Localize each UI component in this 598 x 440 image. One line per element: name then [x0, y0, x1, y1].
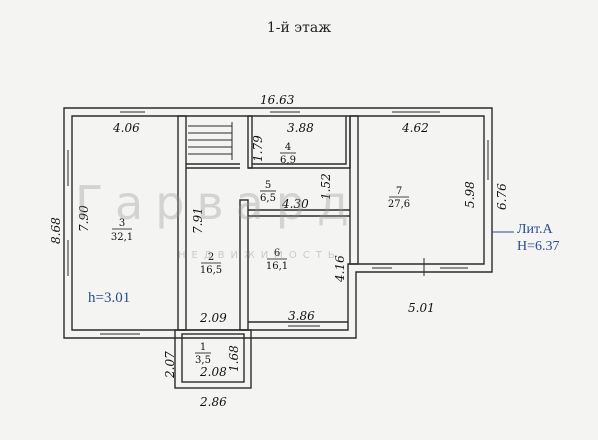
room4-number: 4 [285, 142, 291, 153]
room6-area: 16,1 [266, 261, 288, 272]
dim-room2-bottom: 2.09 [199, 311, 227, 325]
room3-area: 32,1 [111, 232, 133, 243]
dim-left-height: 8.68 [49, 217, 63, 244]
windows [67, 107, 489, 335]
dim-room1-outer-width: 2.86 [199, 395, 227, 409]
floor-title: 1-й этаж [266, 20, 332, 36]
room1-outer [174, 329, 252, 389]
room5-number: 5 [265, 180, 271, 191]
building-label: Лит.А H=6.37 [517, 221, 560, 255]
dim-room2-height: 7.91 [191, 207, 205, 234]
room7-wall [349, 115, 359, 265]
outer-wall-outer [63, 107, 493, 339]
dim-room7-width: 4.62 [401, 121, 429, 135]
dim-room5-width: 4.30 [281, 197, 309, 211]
dim-room7-height: 5.98 [463, 181, 477, 208]
room3-wall [177, 115, 187, 331]
dim-right-height: 6.76 [495, 183, 509, 210]
room4-bottom2 [252, 116, 347, 165]
dimension-labels: 16.63 4.06 3.88 4.62 8.68 7.90 7.91 1.79… [49, 93, 509, 409]
room7-area: 27,6 [388, 199, 410, 210]
dim-room3-width: 4.06 [112, 121, 140, 135]
room-labels: 3 32,1 2 16,5 4 6,9 5 6,5 6 16,1 7 27,6 … [111, 142, 410, 366]
room1-number: 1 [200, 342, 206, 353]
dim-room1-right-height: 1.68 [227, 345, 241, 372]
room2-number: 2 [208, 252, 214, 263]
dim-room1-inner-width: 2.08 [199, 365, 227, 379]
building-label-line1: Лит.А [517, 222, 553, 237]
room7-number: 7 [396, 186, 402, 197]
walls [63, 107, 493, 389]
dim-room1-left-height: 2.07 [163, 351, 177, 379]
dim-total-width: 16.63 [260, 93, 295, 107]
ceiling-height: h=3.01 [88, 290, 131, 306]
room4-area: 6,9 [280, 155, 296, 166]
dim-room4-height: 1.79 [251, 135, 265, 162]
room1-inner [181, 333, 245, 383]
dim-room5-height: 1.52 [319, 173, 333, 200]
outer-wall-inner [71, 115, 485, 331]
room3-number: 3 [119, 218, 125, 229]
building-label-line2: H=6.37 [517, 239, 560, 254]
room2-wall [239, 199, 249, 331]
dim-room6-height: 4.16 [333, 255, 347, 283]
stairs [188, 122, 233, 160]
room5-area: 6,5 [260, 193, 276, 204]
room6-number: 6 [274, 248, 280, 259]
dim-room3-height: 7.90 [77, 205, 91, 232]
room2-area: 16,5 [200, 265, 222, 276]
dim-room7-bottom: 5.01 [408, 301, 435, 315]
room1-area: 3,5 [195, 355, 211, 366]
dim-room6-width: 3.86 [288, 309, 315, 323]
dim-room4-width: 3.88 [287, 121, 314, 135]
